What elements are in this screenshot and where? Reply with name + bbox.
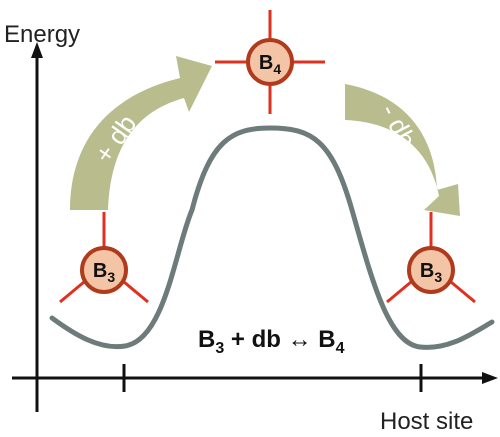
- reverse-arrow: [345, 84, 460, 216]
- atom-b3-left-bond-right: [123, 280, 149, 304]
- x-axis-arrowhead: [482, 372, 498, 384]
- atom-b4-label: B4: [259, 52, 281, 77]
- atom-b3-right-bond-left: [386, 280, 412, 304]
- atom-b3-right-sphere: [407, 246, 455, 294]
- energy-curve: [49, 125, 495, 350]
- atom-b3-right: B3: [386, 212, 476, 304]
- atom-b3-left-bond-left: [59, 280, 85, 304]
- atom-b3-left-label: B3: [93, 260, 115, 285]
- y-axis-arrowhead: [31, 42, 43, 58]
- atom-b3-left-sphere: [80, 246, 128, 294]
- y-axis-title: Energy: [4, 21, 80, 48]
- atom-b3-right-label: B3: [420, 260, 442, 285]
- reaction-equation: B3 + db ↔ B4: [178, 326, 357, 357]
- atom-b3-right-bond-right: [450, 280, 476, 304]
- atom-b3-left: B3: [59, 212, 149, 304]
- x-axis-title: Host site: [380, 408, 473, 435]
- atom-b4: B4: [215, 10, 325, 114]
- atom-b4-sphere: [246, 38, 294, 86]
- forward-arrow: [70, 56, 212, 210]
